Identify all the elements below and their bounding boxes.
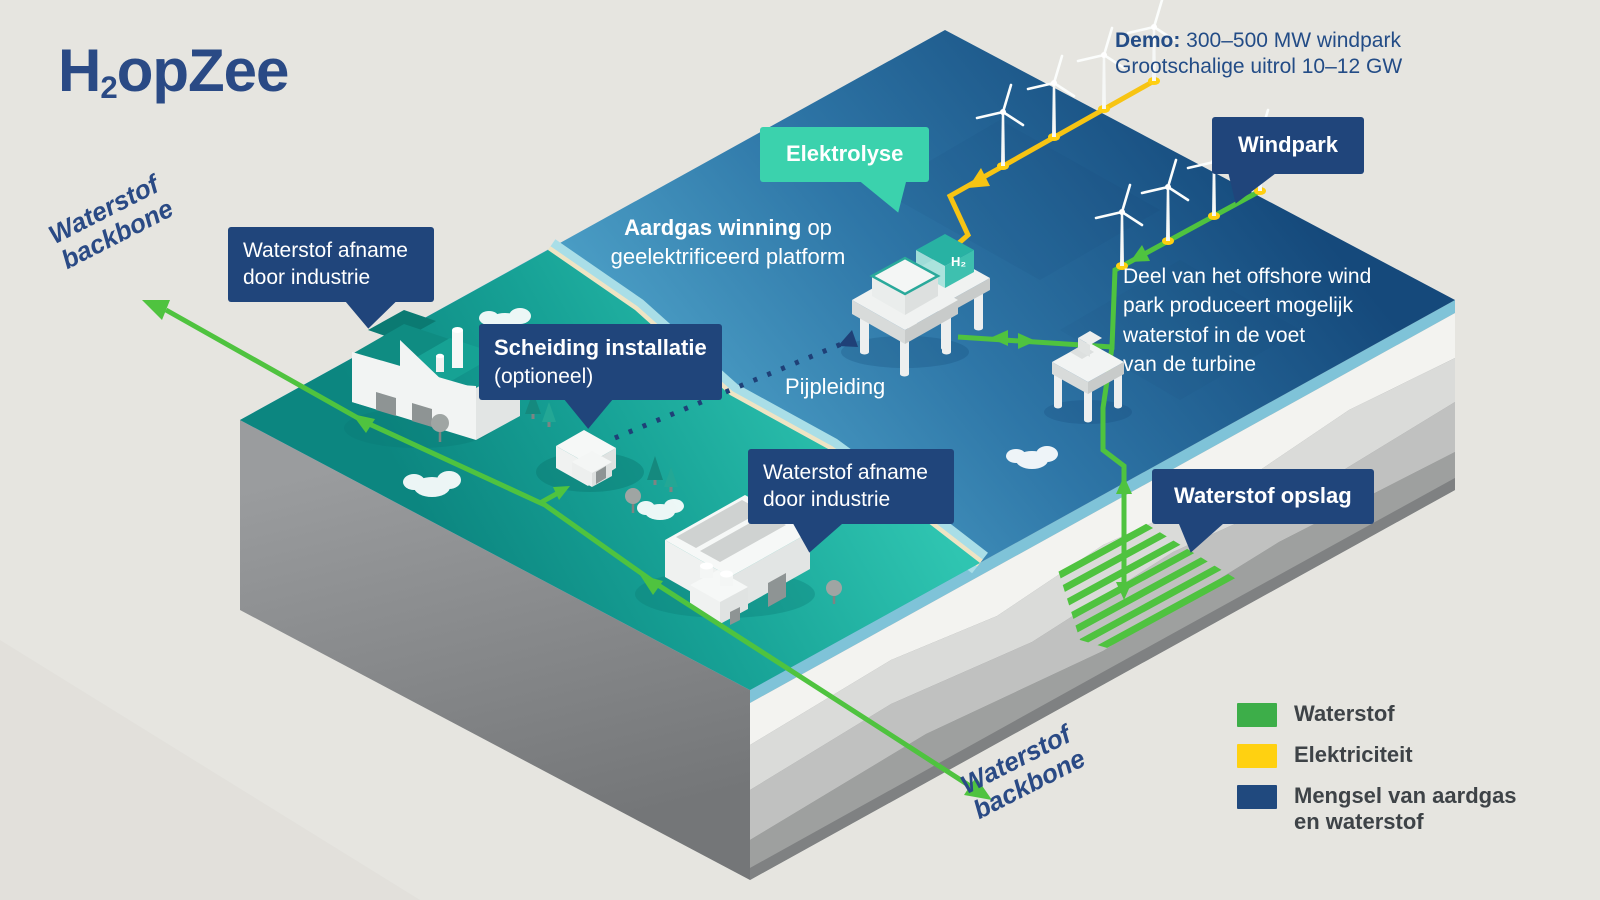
storage-arrow — [1116, 476, 1132, 600]
cloud-icon — [637, 499, 684, 520]
demo-line2: Grootschalige uitrol 10–12 GW — [1115, 55, 1403, 79]
label-waterstof-afname-1: Waterstof afname door industrie — [228, 227, 434, 329]
label-line: Elektrolyse — [786, 141, 904, 166]
annotation-line: Aardgas winning op — [578, 214, 878, 243]
demo-bold: Demo: — [1115, 29, 1181, 52]
turbine-foundation-platform-icon — [1052, 331, 1124, 423]
demo-line1: Demo: 300–500 MW windpark — [1115, 28, 1402, 54]
ball-tree-icon — [431, 414, 449, 442]
pine-tree-icon — [542, 402, 556, 427]
hydrogen-line-land — [142, 300, 992, 800]
tree-icons — [431, 392, 842, 604]
annotation-line: van de turbine — [1123, 353, 1257, 377]
legend-swatch-yellow — [1237, 744, 1277, 768]
cloud-icon — [1006, 446, 1058, 469]
ball-tree-icon — [625, 488, 641, 513]
legend-swatch-navy — [1237, 785, 1277, 809]
legend-label: Elektriciteit — [1294, 742, 1413, 767]
demo-line1-rest: 300–500 MW windpark — [1180, 29, 1401, 52]
label-line: door industrie — [763, 488, 891, 512]
demo-note: Demo: 300–500 MW windpark Grootschalige … — [1115, 28, 1402, 81]
label-line: door industrie — [243, 266, 371, 290]
label-line: Windpark — [1238, 132, 1339, 157]
legend-row-mengsel: Mengsel van aardgas en waterstof — [1237, 783, 1517, 835]
title-subscript: 2 — [100, 69, 117, 105]
pine-tree-icon — [664, 467, 678, 492]
label-line: Scheiding installatie — [494, 335, 707, 360]
annotation-line: waterstof in de voet — [1123, 323, 1306, 347]
label-waterstof-afname-2: Waterstof afname door industrie — [748, 449, 954, 553]
annotation-line: geelektrificeerd platform — [610, 243, 846, 269]
label-line: (optioneel) — [494, 364, 594, 388]
legend-label-line1: Mengsel van aardgas — [1294, 783, 1517, 808]
legend-label: Mengsel van aardgas en waterstof — [1294, 783, 1517, 835]
annotation-aardgas: Aardgas winning op geelektrificeerd plat… — [578, 214, 878, 271]
cloud-icon — [403, 471, 461, 497]
legend-label-line2: en waterstof — [1294, 808, 1424, 834]
background-shade — [0, 640, 420, 900]
label-windpark: Windpark — [1212, 117, 1365, 204]
legend-label: Waterstof — [1294, 701, 1395, 726]
label-line: Waterstof afname — [763, 461, 928, 484]
hydrogen-line-sea — [957, 188, 1262, 482]
annotation-line: Deel van het offshore wind — [1123, 265, 1372, 288]
page-title: H2opZee — [58, 36, 290, 106]
legend-swatch-green — [1237, 703, 1277, 727]
legend-row-elektriciteit: Elektriciteit — [1237, 742, 1517, 768]
slab-left-face — [240, 420, 750, 880]
legend: Waterstof Elektriciteit Mengsel van aard… — [1237, 701, 1517, 850]
label-waterstof-opslag: Waterstof opslag — [1152, 469, 1374, 553]
ball-tree-icon — [826, 580, 842, 604]
pipeline-dashed — [609, 330, 869, 443]
annotation-pijpleiding: Pijpleiding — [785, 374, 886, 399]
legend-row-waterstof: Waterstof — [1237, 701, 1517, 727]
label-line: Waterstof opslag — [1174, 483, 1352, 508]
cliff-strata — [750, 300, 1455, 880]
offshore-platform-icon: H₂ — [852, 234, 990, 377]
title-rest: opZee — [116, 37, 290, 104]
separation-plant-icon — [536, 430, 644, 492]
pine-tree-icon — [647, 456, 663, 485]
h2-label: H₂ — [951, 254, 966, 269]
label-scheiding-installatie: Scheiding installatie (optioneel) — [479, 324, 722, 429]
annotation-rest: op — [801, 215, 832, 240]
label-line: Waterstof afname — [243, 239, 408, 262]
label-elektrolyse: Elektrolyse — [760, 127, 930, 213]
annotation-line: park produceert mogelijk — [1123, 294, 1353, 318]
annotation-deel: Deel van het offshore wind park producee… — [1123, 262, 1371, 380]
annotation-bold: Aardgas winning — [624, 215, 802, 240]
title-h: H — [58, 37, 101, 104]
pine-tree-icon — [525, 392, 541, 419]
